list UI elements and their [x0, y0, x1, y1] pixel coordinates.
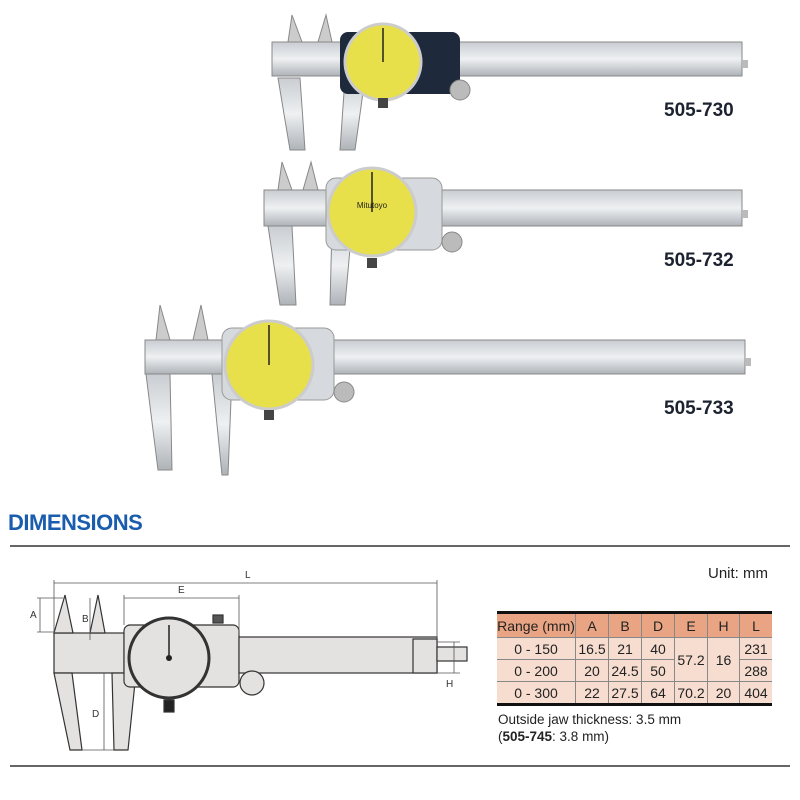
- dim-label-L: L: [245, 570, 251, 581]
- cell: 22: [575, 681, 609, 705]
- table-header: Range (mm) A B D E H L: [497, 612, 772, 638]
- dim-label-E: E: [178, 585, 185, 596]
- unit-label: Unit: mm: [708, 565, 768, 582]
- note-model: 505-745: [502, 729, 553, 744]
- note-value: : 3.8 mm): [552, 729, 610, 744]
- dim-label-B: B: [82, 614, 89, 625]
- section-title: DIMENSIONS: [8, 510, 143, 535]
- dimensions-panel: [10, 545, 790, 767]
- col-header: D: [641, 612, 675, 638]
- dimension-diagram: L E A B D H: [30, 570, 468, 751]
- table-row: 0 - 300 22 27.5 64 70.2 20 404: [497, 681, 772, 705]
- dial-brand: Mitutoyo: [357, 201, 388, 210]
- note-line-1: Outside jaw thickness: 3.5 mm: [498, 712, 682, 727]
- cell: 40: [641, 637, 675, 660]
- cell: 57.2: [674, 637, 708, 682]
- col-header: Range (mm): [497, 612, 576, 638]
- col-header: A: [575, 612, 609, 638]
- dim-label-D: D: [92, 709, 99, 720]
- note-line-2: (505-745: 3.8 mm): [498, 728, 681, 745]
- cell: 70.2: [674, 681, 708, 705]
- cell: 64: [641, 681, 675, 705]
- cell: 16: [707, 637, 740, 682]
- dim-label-H: H: [446, 679, 453, 690]
- caliper-505-730: [271, 13, 748, 151]
- cell: 231: [739, 637, 772, 660]
- cell: 20: [575, 659, 609, 682]
- caliper-505-733: [144, 304, 751, 476]
- cell: 50: [641, 659, 675, 682]
- dim-label-A: A: [30, 610, 37, 621]
- cell: 0 - 150: [497, 637, 576, 660]
- product-photos: Mitutoyo: [144, 13, 751, 476]
- col-header: H: [707, 612, 740, 638]
- caliper-505-732: Mitutoyo: [263, 160, 748, 306]
- model-label: 505-732: [664, 250, 734, 271]
- model-label: 505-730: [664, 100, 734, 121]
- cell: 21: [608, 637, 642, 660]
- dimensions-table: Range (mm) A B D E H L 0 - 150 16.5 21 4…: [497, 611, 772, 706]
- cell: 27.5: [608, 681, 642, 705]
- table-row: 0 - 150 16.5 21 40 57.2 16 231: [497, 637, 772, 682]
- note-paren: (: [498, 729, 503, 744]
- cell: 404: [739, 681, 772, 705]
- jaw-thickness-note: Outside jaw thickness: 3.5 mm (505-745: …: [498, 711, 681, 745]
- col-header: E: [674, 612, 708, 638]
- model-label: 505-733: [664, 398, 734, 419]
- col-header: B: [608, 612, 642, 638]
- cell: 16.5: [575, 637, 609, 660]
- col-header: L: [739, 612, 772, 638]
- cell: 0 - 200: [497, 659, 576, 682]
- cell: 0 - 300: [497, 681, 576, 705]
- cell: 24.5: [608, 659, 642, 682]
- cell: 20: [707, 681, 740, 705]
- cell: 288: [739, 659, 772, 682]
